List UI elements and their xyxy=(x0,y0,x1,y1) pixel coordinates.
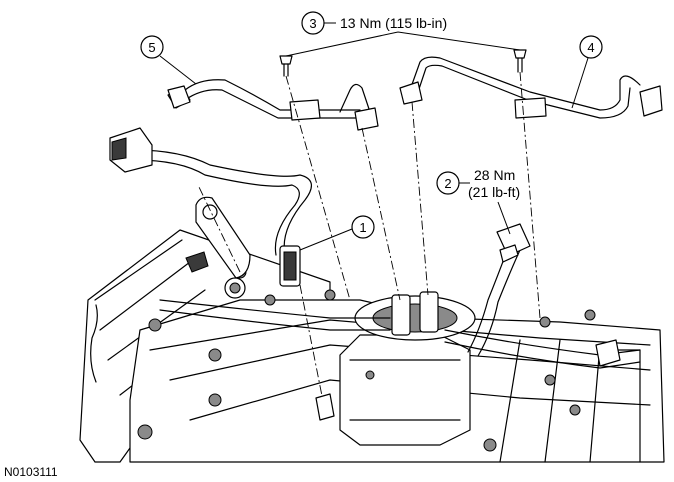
callout-5: 5 xyxy=(140,35,197,85)
callout-3-number: 3 xyxy=(309,16,316,31)
callout-3: 3 13 Nm (115 lb-in) xyxy=(285,11,521,57)
fuel-rail-tubes xyxy=(167,56,663,131)
alignment-lines xyxy=(197,71,541,397)
fuel-supply-tube xyxy=(467,223,531,357)
callout-2-number: 2 xyxy=(444,176,451,191)
fuel-rail-bolts xyxy=(279,49,527,77)
engine-block xyxy=(79,229,665,463)
callout-2: 2 28 Nm (21 lb-ft) xyxy=(436,167,520,235)
callout-4: 4 xyxy=(571,35,603,109)
callout-4-number: 4 xyxy=(587,40,594,55)
fuel-injection-pump-connector xyxy=(279,245,335,421)
callout-2-torque-nm: 28 Nm xyxy=(474,167,515,183)
callout-1: 1 xyxy=(299,215,375,251)
callout-2-torque-lbft: (21 lb-ft) xyxy=(468,184,520,200)
wire-harness xyxy=(109,127,641,369)
callout-1-number: 1 xyxy=(359,220,366,235)
figure-code: N0103111 xyxy=(4,465,58,479)
callout-3-torque: 13 Nm (115 lb-in) xyxy=(340,15,447,31)
callout-5-number: 5 xyxy=(148,40,155,55)
